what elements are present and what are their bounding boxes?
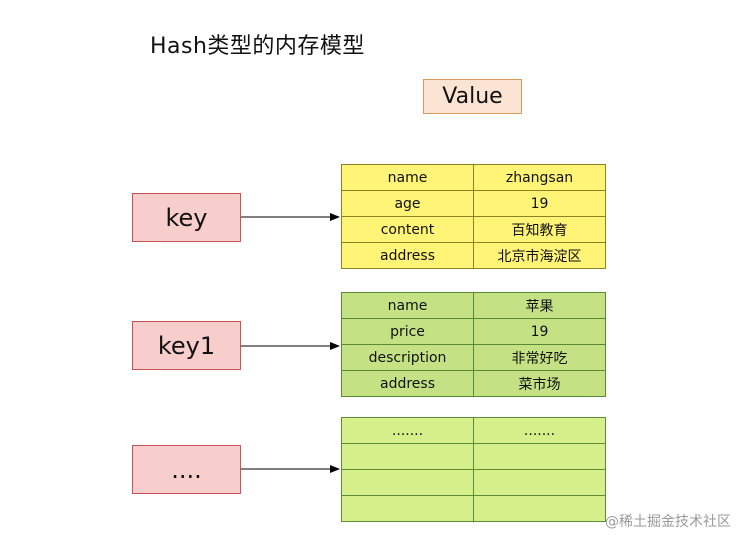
hash-table-ellipsis: ....... ....... (341, 417, 606, 522)
diagram-title: Hash类型的内存模型 (150, 34, 365, 59)
value-cell: 19 (473, 318, 606, 345)
table-row: age 19 (341, 190, 606, 217)
field-cell (341, 495, 474, 522)
table-row (341, 495, 606, 522)
table-row (341, 443, 606, 470)
field-cell (341, 469, 474, 496)
table-row: name zhangsan (341, 164, 606, 191)
value-cell: 百知教育 (473, 216, 606, 243)
table-row (341, 469, 606, 496)
field-cell: price (341, 318, 474, 345)
watermark: @稀土掘金技术社区 (605, 514, 731, 530)
field-cell: name (341, 292, 474, 319)
field-cell: description (341, 344, 474, 371)
field-cell: age (341, 190, 474, 217)
table-row: address 北京市海淀区 (341, 242, 606, 269)
field-cell: content (341, 216, 474, 243)
value-cell: 北京市海淀区 (473, 242, 606, 269)
field-cell: address (341, 370, 474, 397)
key-box-key1: key1 (132, 321, 241, 370)
field-cell (341, 443, 474, 470)
value-cell (473, 469, 606, 496)
value-cell: 菜市场 (473, 370, 606, 397)
table-row: name 苹果 (341, 292, 606, 319)
table-row: content 百知教育 (341, 216, 606, 243)
field-cell: address (341, 242, 474, 269)
key-box-key: key (132, 193, 241, 242)
hash-table-key: name zhangsan age 19 content 百知教育 addres… (341, 164, 606, 269)
value-cell: 非常好吃 (473, 344, 606, 371)
table-row: address 菜市场 (341, 370, 606, 397)
key-box-ellipsis: .... (132, 445, 241, 494)
value-cell: ....... (473, 417, 606, 444)
field-cell: name (341, 164, 474, 191)
field-cell: ....... (341, 417, 474, 444)
table-row: ....... ....... (341, 417, 606, 444)
value-cell (473, 443, 606, 470)
value-cell (473, 495, 606, 522)
value-cell: zhangsan (473, 164, 606, 191)
table-row: description 非常好吃 (341, 344, 606, 371)
table-row: price 19 (341, 318, 606, 345)
value-cell: 19 (473, 190, 606, 217)
hash-table-key1: name 苹果 price 19 description 非常好吃 addres… (341, 292, 606, 397)
value-label-box: Value (423, 79, 522, 114)
value-cell: 苹果 (473, 292, 606, 319)
